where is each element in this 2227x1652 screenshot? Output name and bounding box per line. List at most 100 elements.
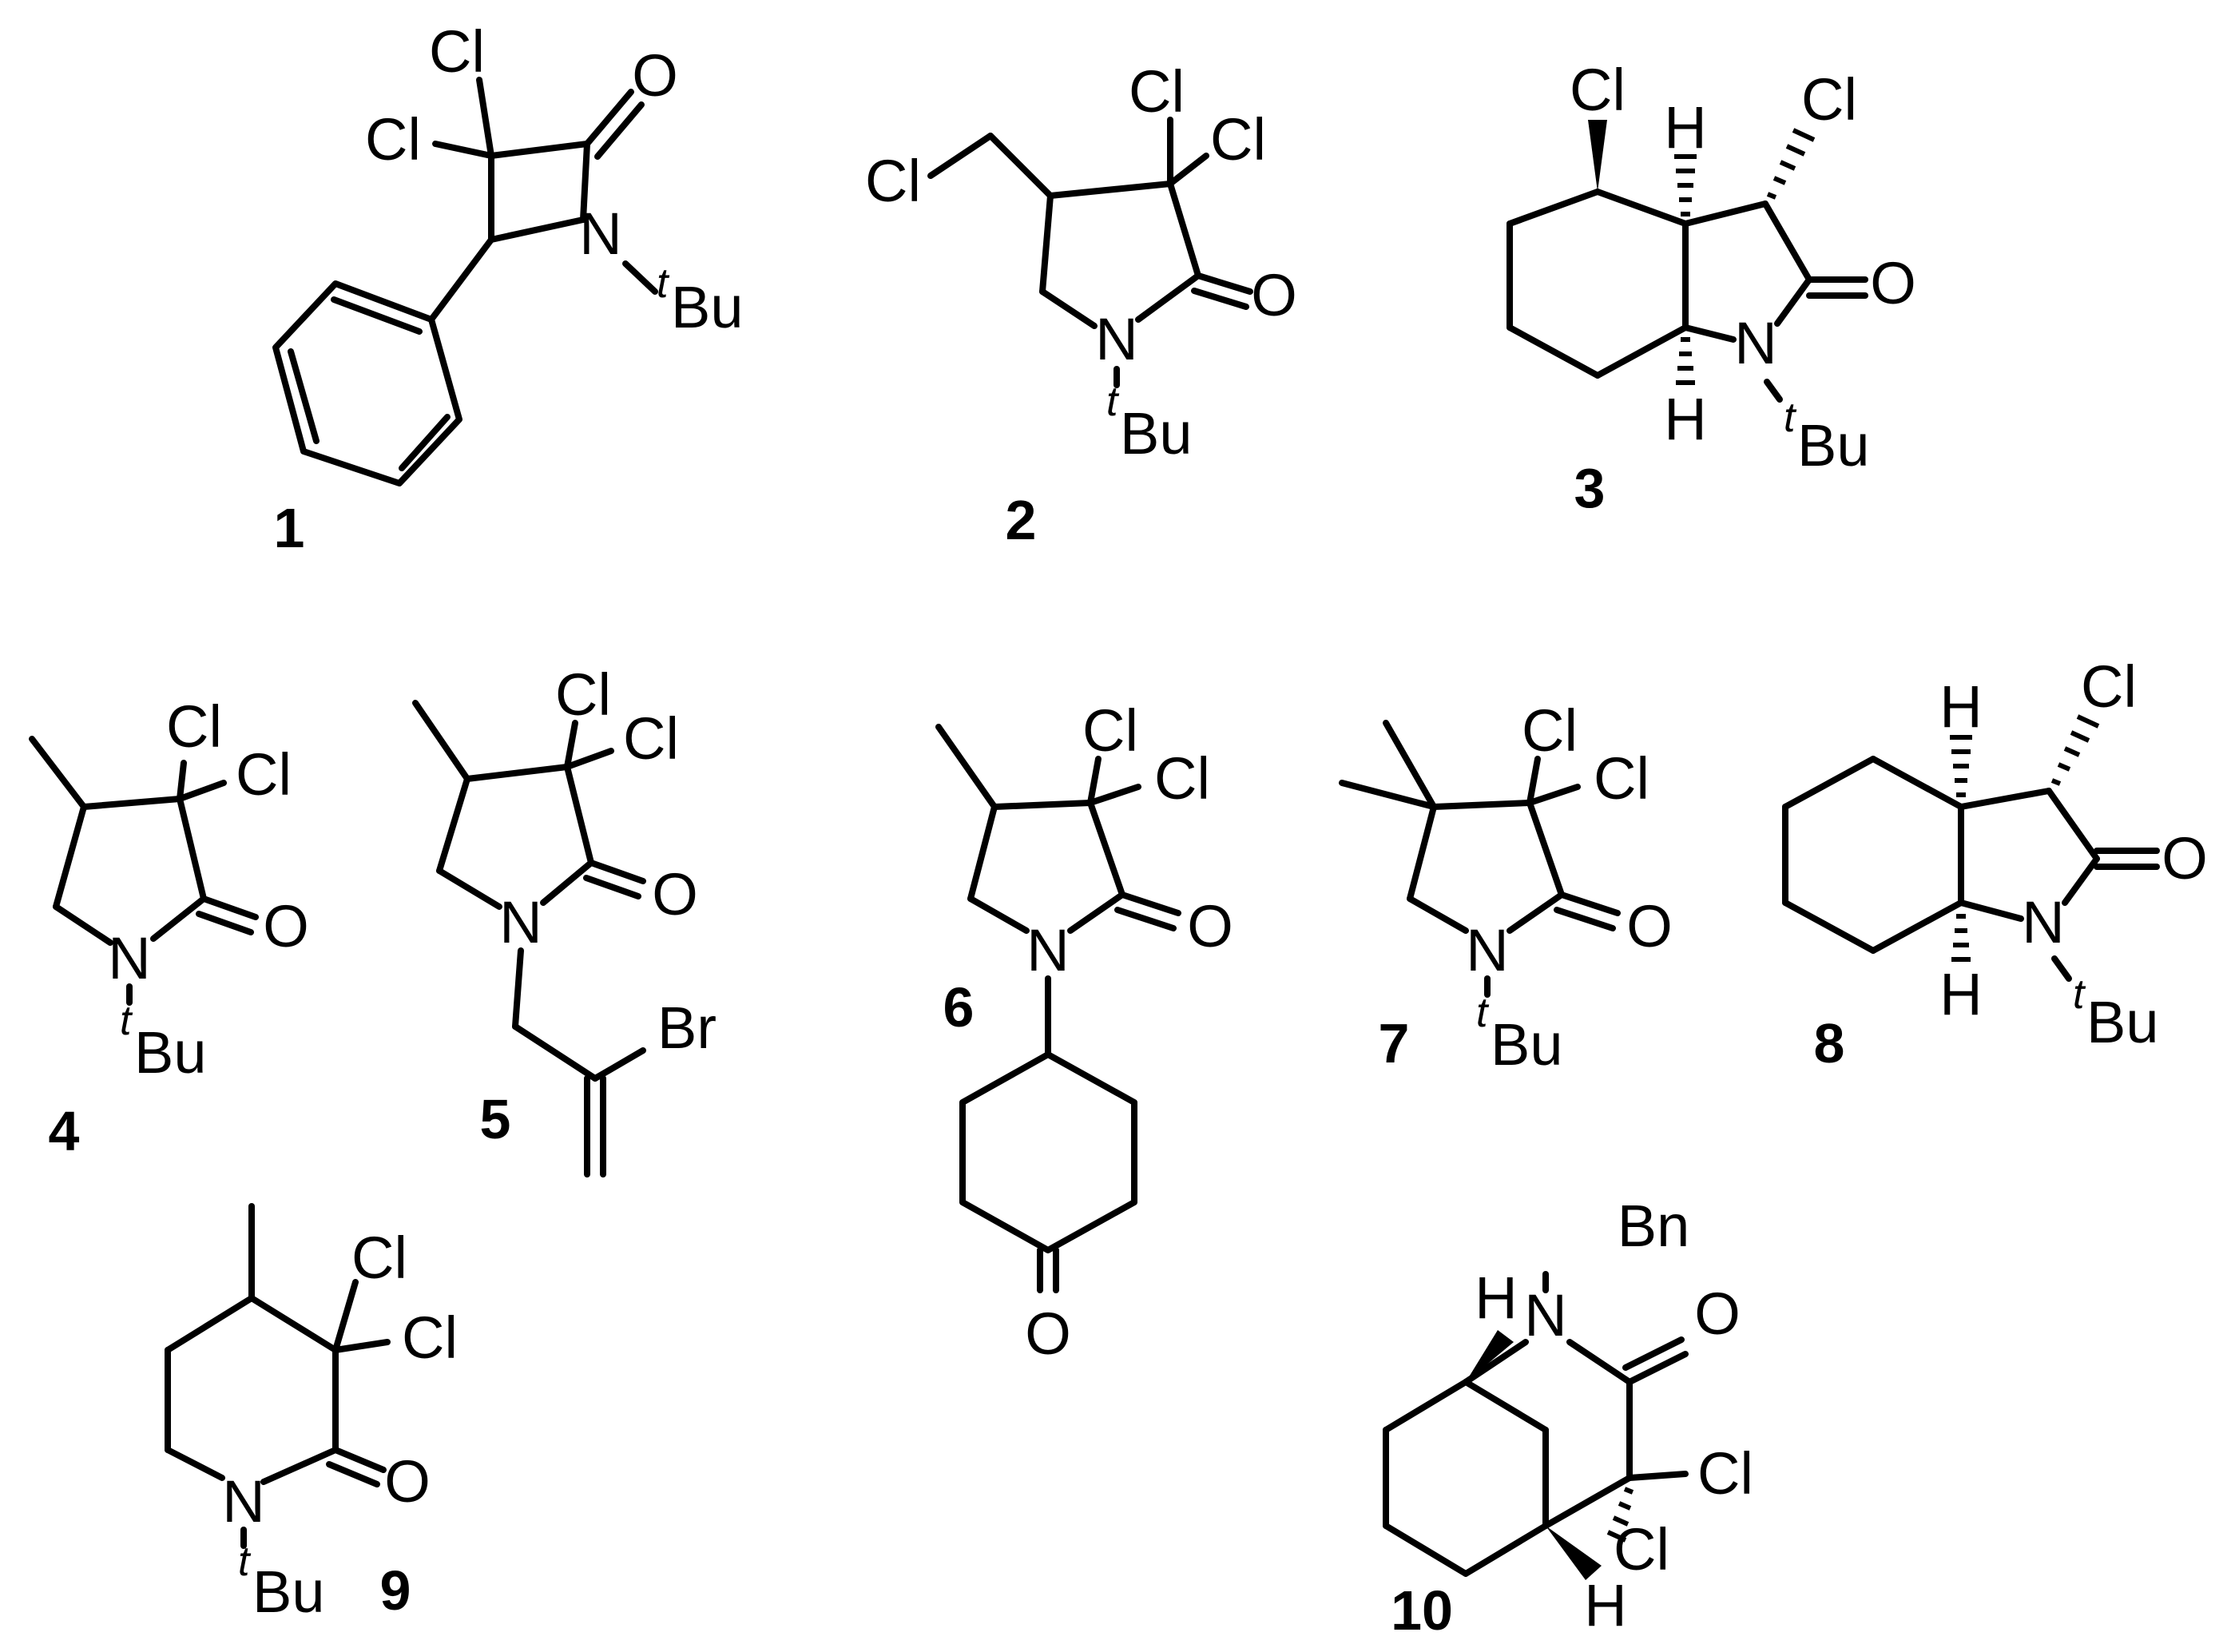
hydrogen-atom: H (1664, 386, 1706, 452)
hydrogen-atom: H (1939, 673, 1982, 740)
hydrogen-atom: H (1664, 94, 1706, 161)
compound-number: 2 (1006, 489, 1037, 551)
nitrogen-atom: N (222, 1468, 264, 1535)
compound-number: 9 (380, 1559, 411, 1622)
tbu-superscript: t (1476, 990, 1490, 1036)
oxygen-atom: O (1251, 262, 1297, 328)
oxygen-atom: O (1187, 893, 1233, 959)
tert-butyl-group: Bu (1797, 412, 1870, 479)
nitrogen-atom: N (579, 201, 621, 267)
compound-3-bonds (1506, 120, 1868, 403)
compound-7-bonds (1339, 720, 1621, 998)
hydrogen-atom: H (1584, 1572, 1626, 1638)
tbu-superscript: t (238, 1539, 252, 1585)
compound-number: 3 (1574, 457, 1606, 519)
nitrogen-atom: N (1095, 306, 1137, 372)
chlorine-atom: Cl (1154, 745, 1210, 812)
compound-9: Cl Cl O N t Bu 9 (165, 1203, 458, 1625)
nitrogen-atom: N (1524, 1282, 1566, 1348)
tert-butyl-group: Bu (2086, 989, 2159, 1055)
tbu-superscript: t (120, 998, 133, 1044)
compound-5-bonds (412, 700, 646, 1177)
bromine-atom: Br (657, 995, 717, 1061)
nitrogen-atom: N (2022, 889, 2064, 955)
oxygen-atom: O (1025, 1301, 1071, 1367)
hashed-bond (1950, 735, 1972, 797)
compound-number: 6 (943, 976, 975, 1038)
compound-9-bonds (165, 1203, 391, 1549)
chlorine-atom: Cl (623, 705, 679, 772)
oxygen-atom: O (1694, 1281, 1741, 1347)
hashed-bond (1676, 337, 1695, 385)
tbu-superscript: t (1784, 395, 1797, 441)
oxygen-atom: O (1626, 893, 1673, 959)
compound-1: Cl Cl O N t Bu 1 (272, 18, 744, 559)
compound-5: Cl Cl O N Br 5 (412, 661, 717, 1177)
compound-number: 5 (480, 1088, 511, 1150)
chlorine-atom: Cl (1697, 1440, 1753, 1507)
nitrogen-atom: N (1026, 917, 1069, 983)
hydrogen-atom: H (1939, 961, 1982, 1027)
tbu-superscript: t (1106, 379, 1120, 425)
tert-butyl-group: Bu (671, 274, 744, 340)
chlorine-atom: Cl (351, 1225, 407, 1291)
chlorine-atom: Cl (2081, 653, 2137, 720)
chlorine-atom: Cl (1801, 66, 1857, 133)
nitrogen-atom: N (499, 889, 542, 955)
compound-4-bonds (29, 736, 259, 1006)
oxygen-atom: O (2162, 825, 2208, 892)
tbu-superscript: t (2073, 971, 2086, 1018)
compound-6: Cl Cl O N O 6 (935, 697, 1233, 1367)
chlorine-atom: Cl (236, 741, 292, 808)
chlorine-atom: Cl (1082, 697, 1138, 764)
tert-butyl-group: Bu (1120, 400, 1193, 467)
benzyl-group: Bn (1618, 1193, 1690, 1259)
compound-1-bonds (272, 77, 658, 486)
hydrogen-atom: H (1475, 1265, 1517, 1331)
tert-butyl-group: Bu (134, 1019, 207, 1086)
compound-number: 10 (1391, 1579, 1453, 1642)
compound-10: Bn H N O Cl Cl H 10 (1383, 1193, 1753, 1642)
compound-2-bonds (927, 117, 1253, 388)
chlorine-atom: Cl (865, 148, 921, 214)
chlorine-atom: Cl (1594, 745, 1649, 812)
nitrogen-atom: N (1734, 310, 1776, 376)
tbu-superscript: t (657, 260, 670, 307)
hashed-bond (1951, 914, 1971, 962)
chlorine-atom: Cl (1210, 106, 1266, 173)
chlorine-atom: Cl (1614, 1516, 1669, 1583)
oxygen-atom: O (1870, 250, 1916, 316)
oxygen-atom: O (632, 42, 678, 109)
chlorine-atom: Cl (402, 1305, 458, 1371)
chlorine-atom: Cl (166, 693, 222, 760)
chlorine-atom: Cl (1522, 697, 1578, 764)
oxygen-atom: O (652, 861, 698, 927)
compound-number: 1 (274, 497, 305, 559)
compound-6-bonds (935, 724, 1181, 1293)
chlorine-atom: Cl (1129, 58, 1185, 125)
compound-3: Cl H Cl O N H t Bu 3 (1506, 57, 1916, 519)
tert-butyl-group: Bu (252, 1559, 325, 1625)
compound-number: 4 (49, 1100, 80, 1162)
oxygen-atom: O (384, 1448, 431, 1515)
compound-number: 8 (1814, 1012, 1845, 1074)
chlorine-atom: Cl (429, 18, 485, 85)
compound-7: Cl Cl O N t Bu 7 (1339, 697, 1673, 1078)
hashed-bond (1766, 128, 1816, 200)
chlorine-atom: Cl (365, 106, 421, 173)
compound-2: Cl Cl Cl O N t Bu 2 (865, 58, 1297, 551)
compound-8: H Cl O N H t Bu 8 (1782, 653, 2208, 1074)
hashed-bond (1674, 154, 1697, 216)
compound-10-bonds (1383, 1271, 1689, 1580)
oxygen-atom: O (263, 893, 309, 959)
hashed-bond (1606, 1487, 1634, 1543)
chlorine-atom: Cl (1570, 57, 1626, 123)
compound-4: Cl Cl O N t Bu 4 (29, 693, 309, 1162)
hashed-bond (2050, 714, 2100, 786)
compound-8-bonds (1782, 714, 2160, 982)
nitrogen-atom: N (1466, 917, 1508, 983)
compound-number: 7 (1379, 1012, 1410, 1074)
chlorine-atom: Cl (555, 661, 611, 728)
tert-butyl-group: Bu (1491, 1011, 1563, 1078)
